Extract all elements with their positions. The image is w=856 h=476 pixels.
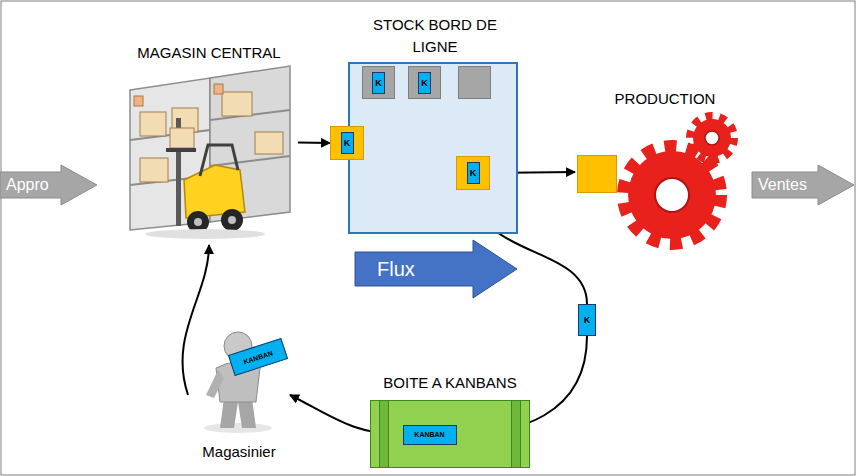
yellow-bin: K — [456, 156, 490, 190]
flow-connector — [298, 142, 330, 145]
carton — [170, 128, 194, 148]
arrow-body — [0, 165, 97, 205]
card-text: K — [418, 72, 431, 94]
input-arrow: Appro — [0, 165, 97, 205]
kanban-box: BOITE A KANBANSKANBAN — [370, 400, 530, 468]
yellow-bin: K — [330, 126, 364, 160]
storekeeper-node: Magasinier KANBAN — [188, 328, 290, 462]
shelf-tag — [214, 84, 223, 94]
gear-hole — [705, 131, 719, 145]
wheel — [221, 209, 243, 231]
empty-bin — [458, 66, 491, 99]
shelf — [210, 156, 290, 166]
card-text: K — [467, 162, 480, 184]
cab-frame — [200, 145, 238, 176]
label: Magasinier — [188, 443, 290, 460]
arrow-body — [355, 240, 517, 298]
card-text: K — [584, 315, 591, 325]
carton — [140, 158, 168, 182]
arrow-text: Ventes — [758, 165, 807, 205]
box-band — [511, 401, 521, 467]
label: MAGASIN CENTRAL — [120, 44, 298, 61]
box-band — [379, 401, 389, 467]
hub — [228, 216, 236, 224]
arrow-text: Appro — [6, 165, 49, 205]
shadow — [145, 229, 265, 239]
card-text: KANBAN — [242, 349, 273, 365]
gear-teeth — [690, 116, 734, 160]
card-text: KANBAN — [414, 431, 444, 438]
arm — [206, 370, 224, 398]
kanban-card: KANBAN — [403, 425, 457, 445]
output-arrow: Ventes — [752, 165, 854, 205]
warehouse-node: MAGASIN CENTRAL — [120, 40, 298, 245]
production-node: PRODUCTION — [575, 86, 745, 258]
arrow-text: Flux — [377, 240, 415, 298]
yellow-bin — [577, 155, 617, 193]
gear-teeth — [623, 146, 721, 244]
carton — [255, 132, 283, 154]
hub — [194, 218, 202, 226]
kanban-card: KANBAN — [228, 338, 288, 376]
carton — [222, 92, 252, 116]
grey-bin: K — [362, 66, 395, 99]
shelf-tag — [134, 96, 143, 106]
warehouse — [130, 66, 290, 230]
gear-hole — [655, 178, 689, 212]
label: PRODUCTION — [595, 90, 735, 107]
grey-bin: K — [408, 66, 441, 99]
flow-connector — [183, 245, 209, 395]
flow-arrow: Flux — [355, 240, 517, 298]
line-stock-box: STOCK BORD DE LIGNEKKKK — [348, 62, 518, 234]
card-text: K — [341, 132, 354, 154]
forklift — [145, 118, 265, 239]
arrow-body — [752, 165, 854, 205]
box-heading: STOCK BORD DE LIGNE — [360, 14, 510, 58]
shadow — [204, 423, 272, 433]
gears — [623, 116, 734, 244]
carton — [140, 112, 166, 136]
box-heading: BOITE A KANBANS — [351, 374, 549, 391]
card-text: K — [372, 72, 385, 94]
kanban-card: K — [578, 304, 596, 336]
fork — [166, 148, 196, 152]
